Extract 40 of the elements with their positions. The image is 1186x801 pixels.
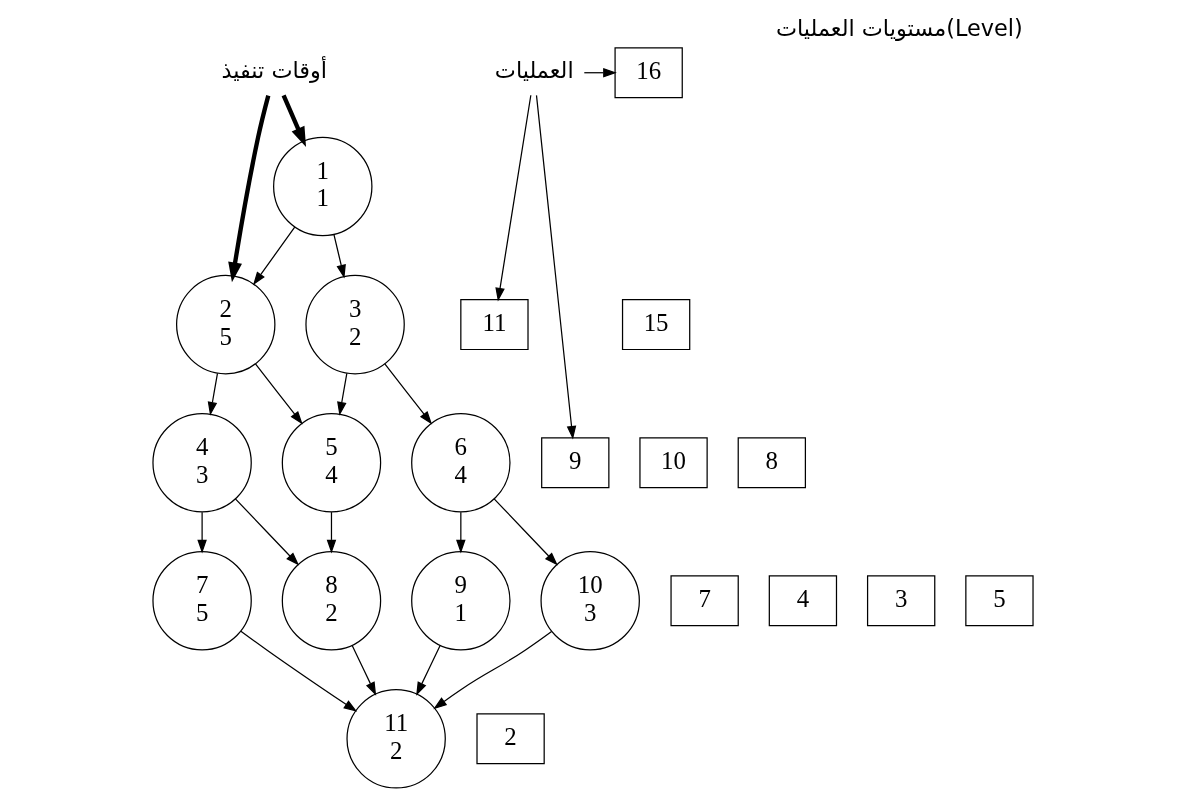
node-box: 11 xyxy=(460,299,529,351)
node-text: العمليات xyxy=(494,57,574,84)
node-box: 8 xyxy=(737,437,806,489)
node-box: 3 xyxy=(866,575,936,627)
node-circle: 9 1 xyxy=(411,551,511,651)
arrow xyxy=(326,511,337,554)
node-box: 9 xyxy=(541,437,610,489)
arrow xyxy=(234,498,300,566)
diagram-title: مستويات العمليات(Level) xyxy=(775,14,1023,41)
node-text: أوقات تنفيذ xyxy=(221,57,328,84)
arrow xyxy=(495,94,532,302)
node-box: 5 xyxy=(965,575,1034,627)
node-circle: 1 1 xyxy=(273,136,373,237)
arrow xyxy=(207,372,219,416)
node-circle: 2 5 xyxy=(176,274,276,375)
arrow xyxy=(281,94,307,147)
node-box: 2 xyxy=(476,713,545,765)
arrow xyxy=(493,498,558,566)
arrow xyxy=(254,363,303,425)
node-box: 10 xyxy=(639,437,708,489)
arrow xyxy=(197,511,207,554)
node-circle: 3 2 xyxy=(305,274,405,375)
node-box: 4 xyxy=(768,575,838,627)
arrow xyxy=(228,95,271,283)
node-box: 16 xyxy=(614,47,683,99)
arrow xyxy=(535,94,577,440)
arrow xyxy=(337,372,348,416)
arrow xyxy=(351,645,377,696)
arrow xyxy=(384,363,433,425)
arrow xyxy=(433,630,553,710)
arrow xyxy=(240,630,358,712)
node-box: 15 xyxy=(621,299,691,351)
node-circle: 4 3 xyxy=(152,412,252,513)
node-box: 7 xyxy=(670,575,739,627)
arrow xyxy=(416,645,441,696)
arrow xyxy=(253,226,296,286)
node-circle: 7 5 xyxy=(152,551,252,651)
arrow xyxy=(333,233,346,279)
arrow xyxy=(456,511,466,554)
arrow xyxy=(583,67,617,78)
